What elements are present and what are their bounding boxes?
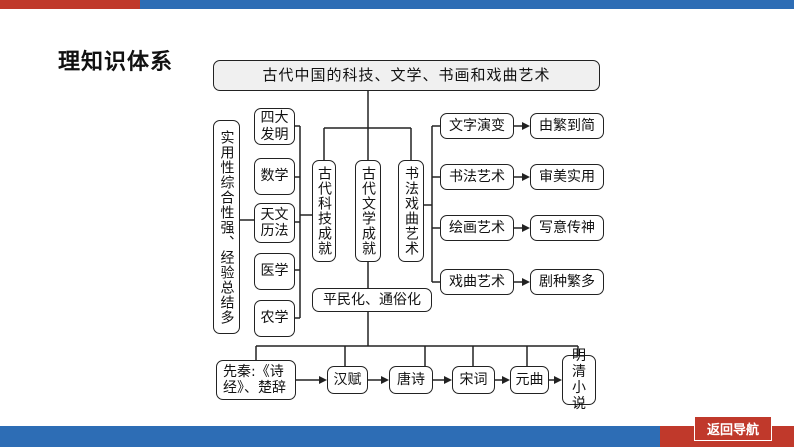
branch-literature-box: 古代文学成就 — [355, 160, 381, 262]
chain-ming-qing-novel: 明清小说 — [562, 348, 596, 412]
tech-item-agriculture: 农学 — [254, 300, 295, 337]
art-row-painting: 绘画艺术 — [440, 215, 514, 241]
top-accent-bar — [0, 0, 794, 9]
page-title: 理知识体系 — [58, 50, 174, 75]
chain-tang-poetry: 唐诗 — [389, 366, 433, 394]
bottom-accent-bar — [0, 426, 794, 447]
chain-yuan-qu: 元曲 — [510, 366, 549, 394]
art-row-painting-feature: 写意传神 — [530, 215, 604, 241]
back-to-nav-button[interactable]: 返回导航 — [694, 416, 772, 441]
chain-han-fu: 汉赋 — [327, 366, 368, 394]
left-summary-box: 实用性综合性强、经验总结多 — [213, 120, 240, 334]
art-row-writing-feature: 由繁到简 — [530, 113, 604, 139]
art-row-calligraphy-feature: 审美实用 — [530, 164, 604, 190]
branch-tech-box: 古代科技成就 — [312, 160, 336, 262]
chain-pre-qin: 先秦:《诗经》、楚辞 — [216, 360, 296, 400]
branch-art-box: 书法戏曲艺术 — [398, 160, 424, 262]
tech-item-medicine: 医学 — [254, 253, 295, 290]
tech-item-math: 数学 — [254, 158, 295, 195]
tech-item-four-inventions: 四大发明 — [254, 108, 295, 145]
chain-song-ci: 宋词 — [452, 366, 495, 394]
art-row-opera-feature: 剧种繁多 — [530, 269, 604, 295]
main-title-box: 古代中国的科技、文学、书画和戏曲艺术 — [213, 60, 600, 91]
literature-feature-box: 平民化、通俗化 — [312, 288, 432, 312]
art-row-calligraphy: 书法艺术 — [440, 164, 514, 190]
art-row-opera: 戏曲艺术 — [440, 269, 514, 295]
art-row-writing: 文字演变 — [440, 113, 514, 139]
tech-item-astronomy: 天文历法 — [254, 203, 295, 243]
